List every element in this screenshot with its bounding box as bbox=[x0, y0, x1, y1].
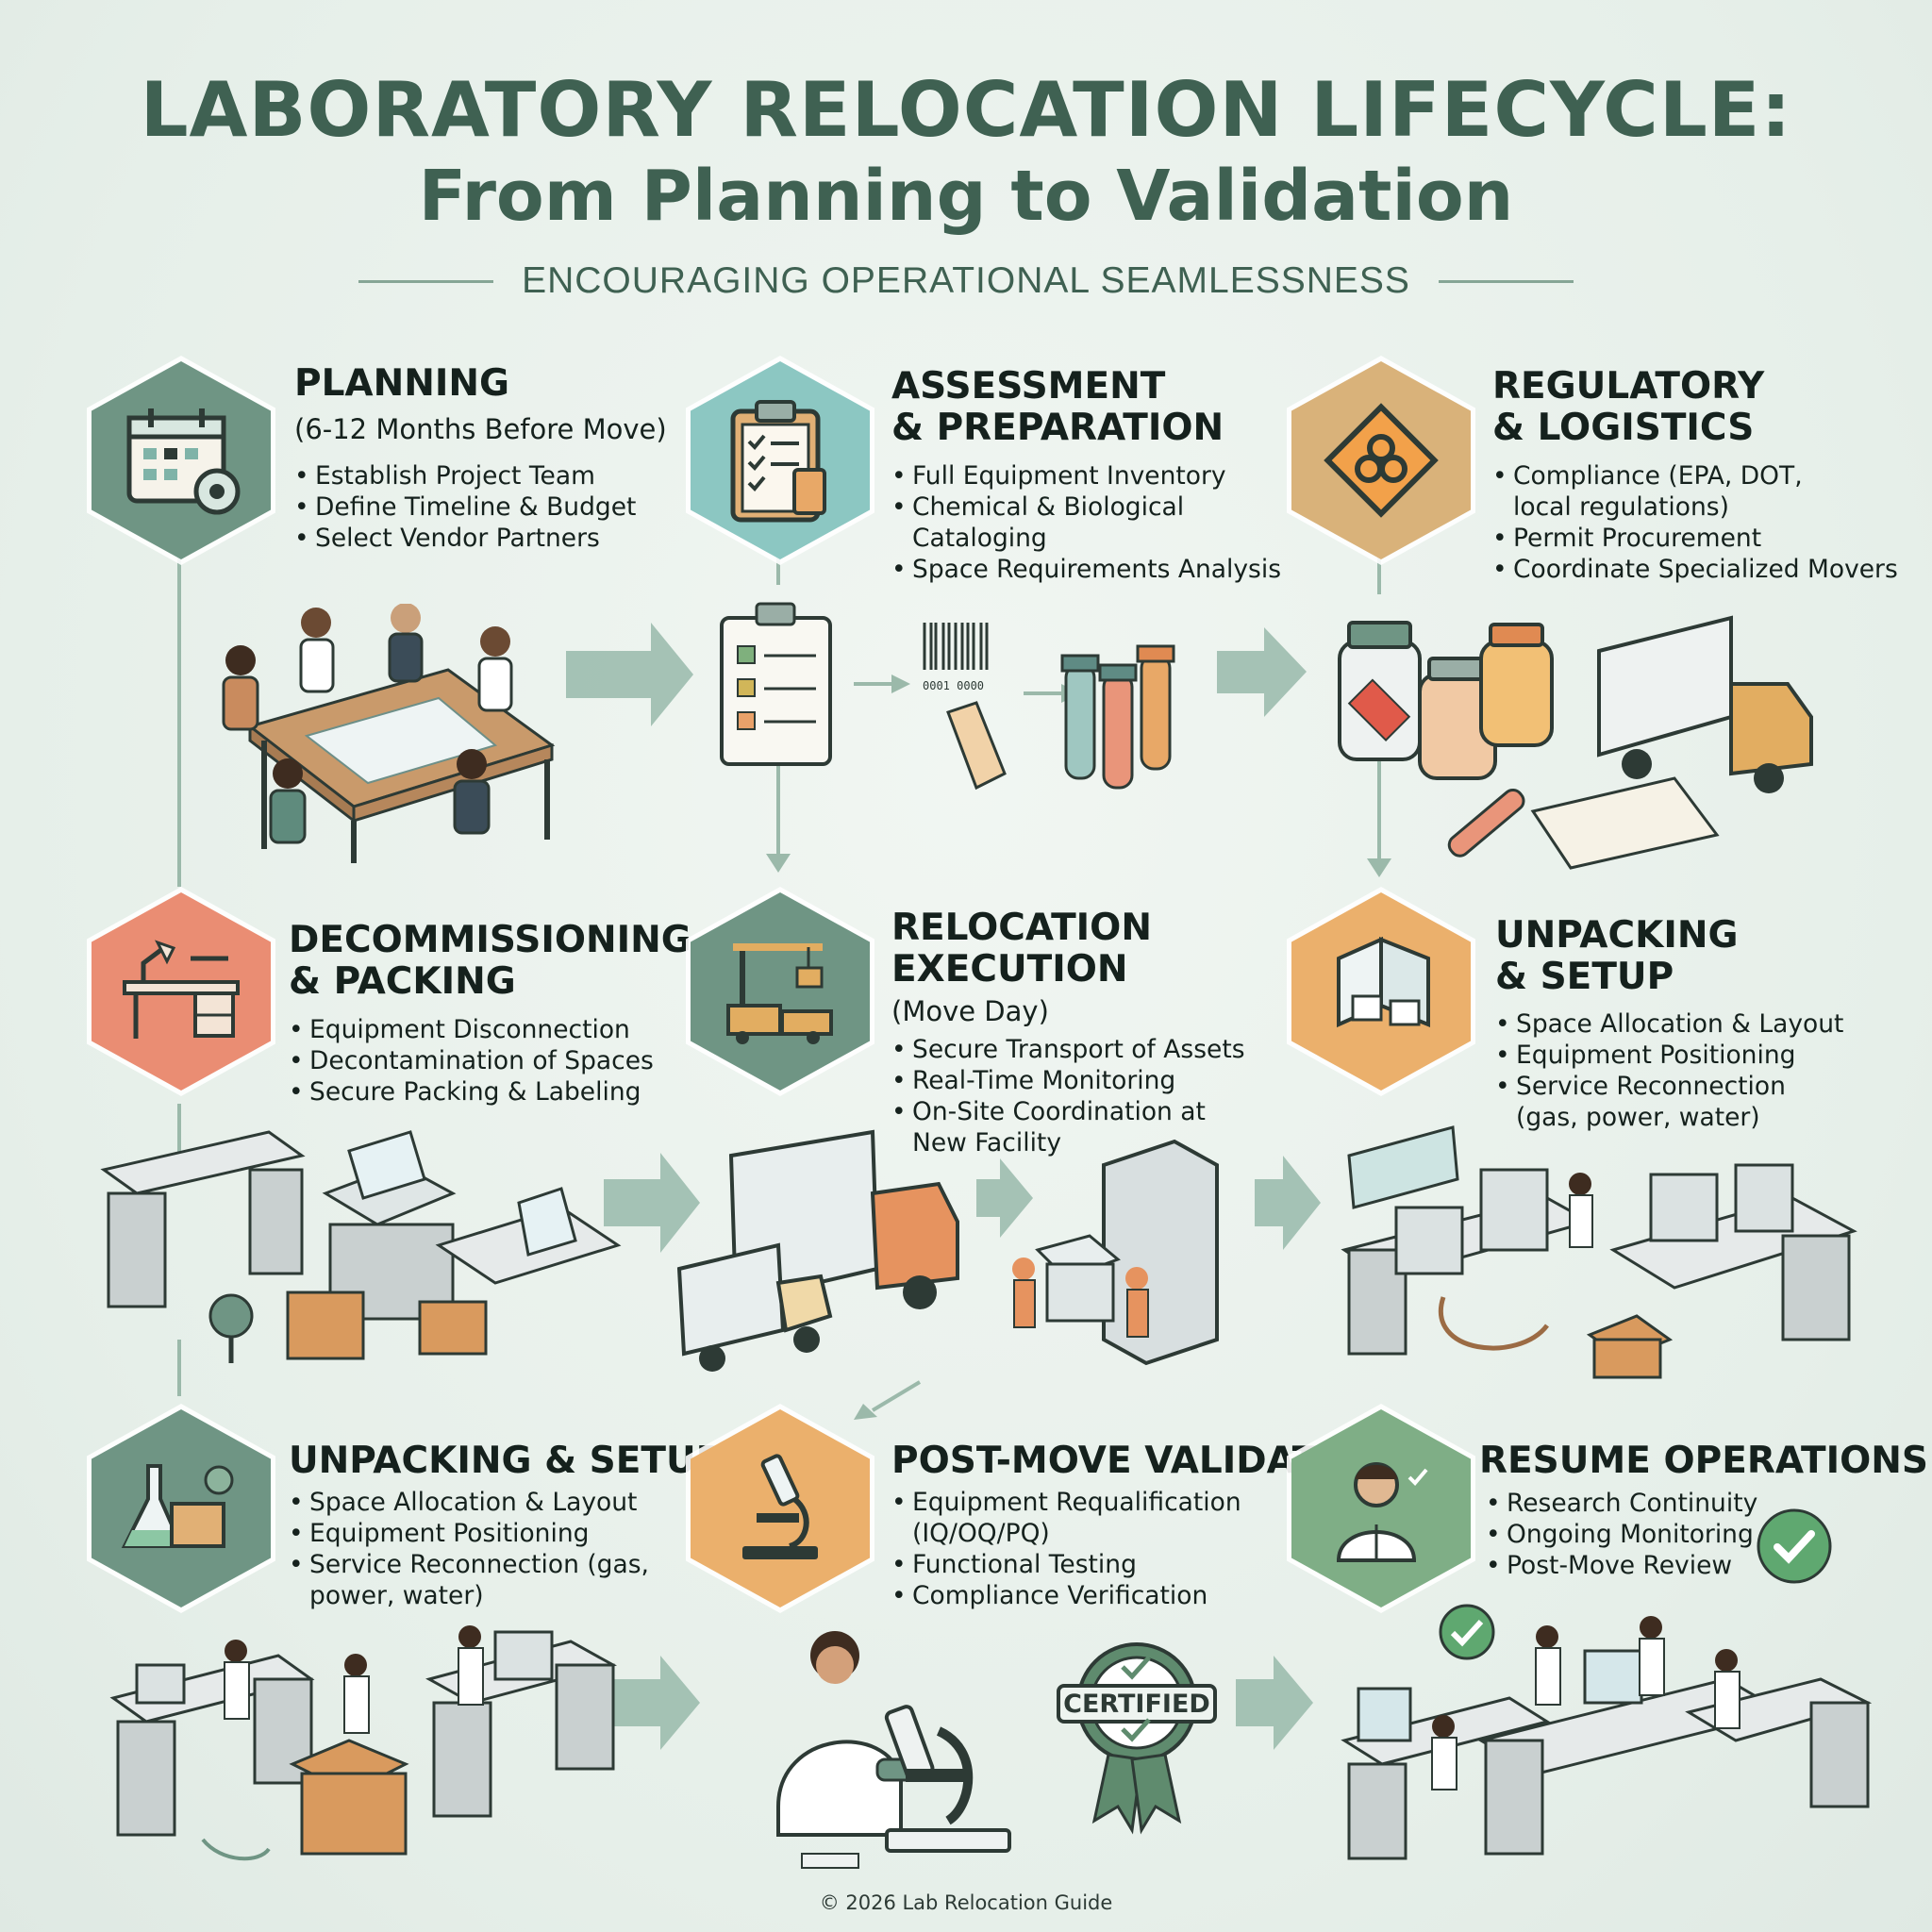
resume-operations-illustration bbox=[1341, 1604, 1873, 1860]
regulatory-illustration bbox=[1338, 615, 1813, 870]
list-item: Functional Testing bbox=[891, 1549, 1241, 1580]
list-item: Compliance Verification bbox=[891, 1580, 1241, 1611]
hex-assessment bbox=[691, 361, 870, 559]
list-item: Decontamination of Spaces bbox=[289, 1045, 654, 1076]
list-item: Equipment Positioning bbox=[1495, 1040, 1843, 1071]
crane-truck-icon bbox=[726, 943, 833, 1044]
stage-bullets-unpacking-1: Space Allocation & Layout Equipment Posi… bbox=[1495, 1008, 1843, 1133]
list-item: Chemical & Biological Cataloging bbox=[891, 491, 1281, 554]
biohazard-sign-icon bbox=[1324, 403, 1439, 518]
hex-validation bbox=[691, 1409, 870, 1607]
page-title: LABORATORY RELOCATION LIFECYCLE: bbox=[140, 66, 1792, 154]
stage-title-assessment: ASSESSMENT & PREPARATION bbox=[891, 365, 1224, 449]
stage-title-resume: RESUME OPERATIONS bbox=[1479, 1440, 1929, 1482]
list-item: Select Vendor Partners bbox=[294, 523, 636, 554]
tagline-row: ENCOURAGING OPERATIONAL SEAMLESSNESS bbox=[358, 255, 1574, 308]
page-subtitle-title: From Planning to Validation bbox=[418, 156, 1514, 237]
list-item: Full Equipment Inventory bbox=[891, 460, 1281, 491]
microscope-icon bbox=[742, 1454, 818, 1559]
scientist-check-icon bbox=[1336, 1462, 1428, 1562]
list-item: Ongoing Monitoring bbox=[1486, 1519, 1757, 1550]
list-item: Equipment Requalification (IQ/OQ/PQ) bbox=[891, 1487, 1241, 1549]
assessment-illustration: 0001 0000 bbox=[720, 602, 1175, 791]
divider-left bbox=[358, 279, 494, 283]
lab-room-icon bbox=[1337, 936, 1430, 1028]
certified-badge-label: CERTIFIED bbox=[1063, 1690, 1210, 1719]
stage-title-planning: PLANNING bbox=[294, 362, 510, 405]
stage-bullets-planning: Establish Project Team Define Timeline &… bbox=[294, 460, 636, 554]
stage-title-decommissioning: DECOMMISSIONING & PACKING bbox=[289, 919, 691, 1003]
stage-title-relocation: RELOCATION EXECUTION bbox=[891, 907, 1152, 991]
list-item: Establish Project Team bbox=[294, 460, 636, 491]
list-item: Space Allocation & Layout bbox=[289, 1487, 649, 1518]
list-item: Real-Time Monitoring bbox=[891, 1065, 1245, 1096]
flask-box-icon bbox=[121, 1464, 234, 1548]
decommissioning-illustration bbox=[100, 1130, 622, 1363]
list-item: Research Continuity bbox=[1486, 1488, 1757, 1519]
stage-bullets-decommissioning: Equipment Disconnection Decontamination … bbox=[289, 1014, 654, 1108]
hex-decommissioning bbox=[92, 892, 271, 1091]
list-item: Coordinate Specialized Movers bbox=[1492, 554, 1898, 585]
stage-sub-planning: (6-12 Months Before Move) bbox=[294, 413, 667, 445]
barcode-text: 0001 0000 bbox=[923, 679, 984, 692]
validation-illustration: CERTIFIED bbox=[776, 1631, 1217, 1869]
stage-title-unpacking-1: UNPACKING & SETUP bbox=[1495, 914, 1739, 998]
list-item: Service Reconnection (gas, power, water) bbox=[289, 1549, 649, 1611]
planning-meeting-illustration bbox=[222, 604, 556, 863]
list-item: Post-Move Review bbox=[1486, 1550, 1757, 1581]
list-item: Compliance (EPA, DOT, local regulations) bbox=[1492, 460, 1898, 523]
list-item: Equipment Positioning bbox=[289, 1518, 649, 1549]
unpacking-illustration bbox=[109, 1625, 617, 1861]
stage-sub-relocation: (Move Day) bbox=[891, 995, 1049, 1027]
lab-bench-icon bbox=[123, 940, 240, 1039]
calendar-gear-icon bbox=[126, 408, 241, 515]
setup-illustration bbox=[1341, 1125, 1857, 1379]
list-item: Space Requirements Analysis bbox=[891, 554, 1281, 585]
hex-planning bbox=[92, 361, 271, 559]
stage-bullets-relocation: Secure Transport of Assets Real-Time Mon… bbox=[891, 1034, 1245, 1158]
stage-title-regulatory: REGULATORY & LOGISTICS bbox=[1492, 365, 1765, 449]
checkmark-badge-icon bbox=[1757, 1508, 1832, 1584]
stage-bullets-resume: Research Continuity Ongoing Monitoring P… bbox=[1486, 1488, 1757, 1581]
footer-copyright: © 2026 Lab Relocation Guide bbox=[819, 1891, 1113, 1914]
stage-title-unpacking-2: UNPACKING & SETUP bbox=[289, 1440, 724, 1482]
stage-bullets-regulatory: Compliance (EPA, DOT, local regulations)… bbox=[1492, 460, 1898, 585]
stage-bullets-assessment: Full Equipment Inventory Chemical & Biol… bbox=[891, 460, 1281, 585]
list-item: Service Reconnection (gas, power, water) bbox=[1495, 1071, 1843, 1133]
stage-bullets-unpacking-2: Space Allocation & Layout Equipment Posi… bbox=[289, 1487, 649, 1611]
list-item: Secure Transport of Assets bbox=[891, 1034, 1245, 1065]
list-item: Permit Procurement bbox=[1492, 523, 1898, 554]
list-item: Secure Packing & Labeling bbox=[289, 1076, 654, 1108]
hex-unpacking-2 bbox=[92, 1409, 271, 1607]
list-item: Define Timeline & Budget bbox=[294, 491, 636, 523]
clipboard-checklist-icon bbox=[730, 400, 826, 523]
list-item: Space Allocation & Layout bbox=[1495, 1008, 1843, 1040]
hex-relocation bbox=[691, 892, 870, 1091]
divider-right bbox=[1438, 279, 1574, 283]
list-item: Equipment Disconnection bbox=[289, 1014, 654, 1045]
list-item: On-Site Coordination at New Facility bbox=[891, 1096, 1245, 1158]
stage-bullets-validation: Equipment Requalification (IQ/OQ/PQ) Fun… bbox=[891, 1487, 1241, 1611]
tagline: ENCOURAGING OPERATIONAL SEAMLESSNESS bbox=[522, 260, 1410, 301]
relocation-illustration bbox=[676, 1129, 1219, 1372]
